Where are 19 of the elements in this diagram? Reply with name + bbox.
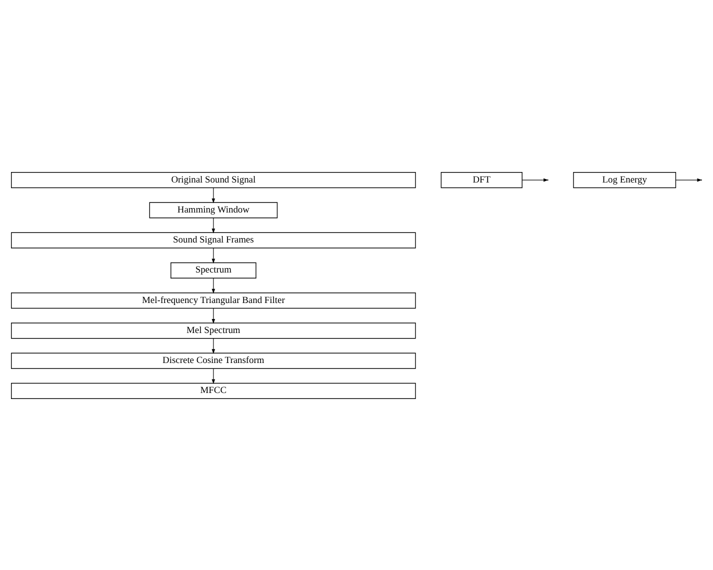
arrow — [212, 338, 216, 354]
arrow — [522, 178, 548, 182]
arrow — [212, 187, 216, 203]
node-box: MFCC — [11, 382, 416, 398]
node-box: Hamming Window — [149, 202, 278, 218]
node-box: Original Sound Signal — [11, 172, 416, 188]
arrow — [212, 277, 216, 294]
arrow — [675, 178, 702, 182]
node-box: Discrete Cosine Transform — [11, 352, 416, 368]
arrow — [212, 368, 216, 384]
node-box: Mel-frequency Triangular Band Filter — [11, 292, 416, 308]
arrow — [212, 308, 216, 324]
node-box: Log Energy — [573, 172, 676, 188]
node-box: Spectrum — [170, 262, 256, 278]
node-box: DFT — [440, 172, 522, 188]
node-box: Sound Signal Frames — [11, 232, 416, 248]
arrow — [212, 247, 216, 263]
arrow — [212, 217, 216, 233]
node-box: Mel Spectrum — [11, 322, 416, 338]
